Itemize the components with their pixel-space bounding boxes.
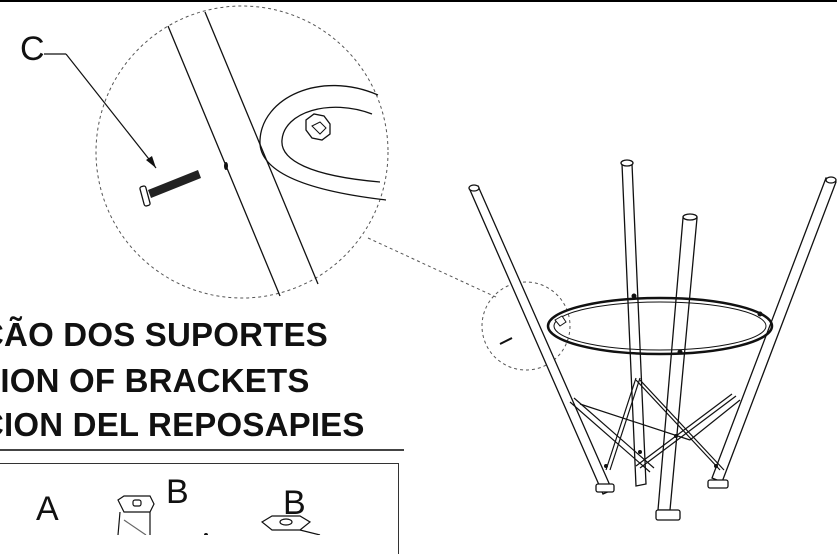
bolt-detail (139, 170, 201, 207)
bolt-small (499, 337, 513, 345)
bracket-parts (117, 495, 321, 535)
nut-detail (305, 113, 331, 141)
title-line-portuguese: ÇÃO DOS SUPORTES (0, 316, 328, 353)
assembly-diagram (44, 5, 837, 535)
detail-magnifier (95, 5, 389, 299)
label-a: A (36, 490, 59, 528)
title-line-english: TION OF BRACKETS (0, 362, 310, 399)
title-line-spanish: CION DEL REPOSAPIES (0, 406, 365, 443)
label-b-1: B (166, 473, 189, 511)
label-c: C (20, 30, 45, 68)
title-underline (0, 449, 404, 451)
label-b-2: B (283, 484, 306, 522)
parts-panel (0, 463, 399, 554)
detail-callout-circle (481, 281, 571, 371)
nut-small (554, 315, 567, 327)
hardware-dots (604, 293, 763, 468)
leader-c (44, 53, 157, 169)
top-border (0, 0, 837, 2)
connector-line (367, 237, 499, 299)
stool-frame (468, 159, 837, 521)
